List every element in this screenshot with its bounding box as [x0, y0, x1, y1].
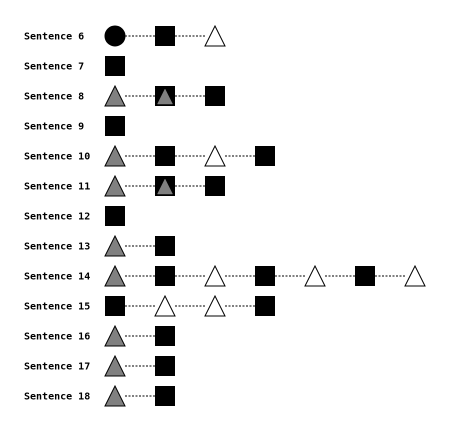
sentence-label: Sentence 11: [24, 182, 90, 193]
white-triangle-icon: [204, 144, 226, 167]
sentence-row-11: Sentence 16: [24, 324, 175, 347]
black-square-icon: [255, 266, 275, 286]
sentence-row-2: Sentence 7: [24, 56, 125, 76]
sentence-label: Sentence 10: [24, 152, 90, 163]
sentence-label: Sentence 16: [24, 332, 90, 343]
sentence-row-1: Sentence 6: [24, 24, 226, 47]
sentence-row-4: Sentence 9: [24, 116, 125, 136]
black-square-icon: [255, 296, 275, 316]
rows-layer: Sentence 6 Sentence 7 Sentence 8 Sentence 9…: [24, 24, 426, 407]
black-square-with-gray-triangle-icon: [155, 86, 175, 106]
sentence-row-5: Sentence 10: [24, 144, 275, 167]
sentence-row-6: Sentence 11: [24, 174, 225, 197]
gray-triangle-icon: [104, 234, 126, 257]
black-square-icon: [205, 176, 225, 196]
white-triangle-icon: [204, 264, 226, 287]
sentence-row-9: Sentence 14: [24, 264, 426, 287]
black-square-icon: [105, 56, 125, 76]
sentence-label: Sentence 9: [24, 122, 84, 133]
black-square-with-gray-triangle-icon: [155, 176, 175, 196]
black-square-icon: [155, 356, 175, 376]
sentence-row-10: Sentence 15: [24, 294, 275, 317]
black-square-icon: [105, 116, 125, 136]
black-circle-icon: [104, 25, 126, 47]
black-square-icon: [105, 206, 125, 226]
white-triangle-icon: [404, 264, 426, 287]
black-square-icon: [105, 296, 125, 316]
black-square-icon: [155, 266, 175, 286]
sentence-label: Sentence 12: [24, 212, 90, 223]
black-square-icon: [255, 146, 275, 166]
gray-triangle-icon: [104, 354, 126, 377]
sentence-label: Sentence 6: [24, 32, 84, 43]
sentence-row-12: Sentence 17: [24, 354, 175, 377]
gray-triangle-icon: [104, 84, 126, 107]
sentence-label: Sentence 14: [24, 272, 90, 283]
sentence-label: Sentence 15: [24, 302, 90, 313]
sentence-row-8: Sentence 13: [24, 234, 175, 257]
black-square-icon: [355, 266, 375, 286]
gray-triangle-icon: [104, 174, 126, 197]
black-square-icon: [155, 236, 175, 256]
white-triangle-icon: [204, 294, 226, 317]
sentence-label: Sentence 18: [24, 392, 90, 403]
white-triangle-icon: [154, 294, 176, 317]
white-triangle-icon: [304, 264, 326, 287]
gray-triangle-icon: [104, 144, 126, 167]
sentence-label: Sentence 8: [24, 92, 84, 103]
sentence-label: Sentence 7: [24, 62, 84, 73]
black-square-icon: [155, 326, 175, 346]
gray-triangle-icon: [104, 324, 126, 347]
black-square-icon: [155, 386, 175, 406]
sentence-row-7: Sentence 12: [24, 206, 125, 226]
black-square-icon: [155, 146, 175, 166]
black-square-icon: [205, 86, 225, 106]
black-square-with-gray-triangle-icon-inner-triangle: [157, 178, 173, 195]
black-square-icon: [155, 26, 175, 46]
gray-triangle-icon: [104, 384, 126, 407]
white-triangle-icon: [204, 24, 226, 47]
sentence-label: Sentence 17: [24, 362, 90, 373]
sentence-row-3: Sentence 8: [24, 84, 225, 107]
black-square-with-gray-triangle-icon-inner-triangle: [157, 88, 173, 105]
gray-triangle-icon: [104, 264, 126, 287]
sentence-row-13: Sentence 18: [24, 384, 175, 407]
sentence-label: Sentence 13: [24, 242, 90, 253]
